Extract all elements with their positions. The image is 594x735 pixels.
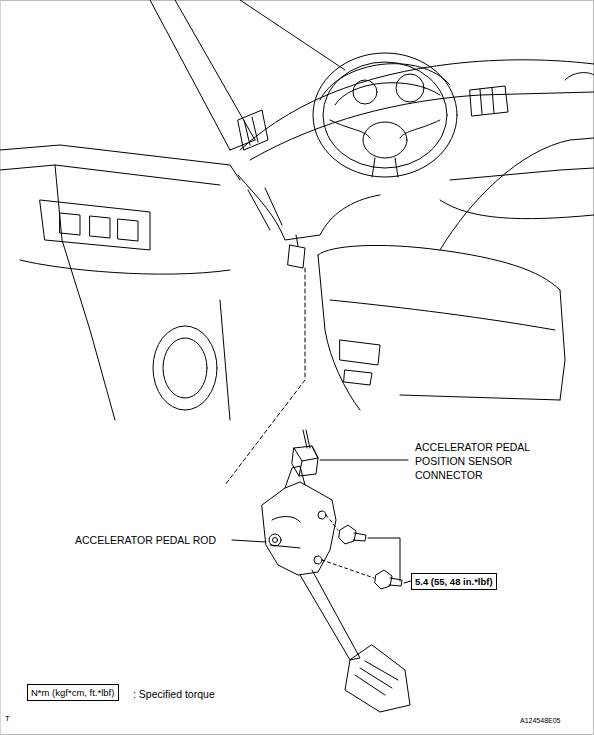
leader-line (320, 460, 408, 461)
torque-box: 5.4 (55, 48 in.*lbf) (411, 573, 497, 590)
accelerator-pedal (232, 466, 410, 712)
box-text: 5.4 (55, 48 in.*lbf) (415, 575, 493, 588)
sensor-connector (292, 430, 408, 476)
part-name: ACCELERATOR PEDAL ROD (75, 533, 235, 547)
note: : Specified torque (133, 687, 273, 701)
car-interior (0, 0, 594, 420)
unit-box: N*m (kgf*cm, ft.*lbf) (27, 684, 119, 701)
figure-code: A124548E05 (520, 714, 590, 728)
leader-line (232, 540, 266, 542)
box-text: N*m (kgf*cm, ft.*lbf) (31, 686, 115, 699)
bolt (322, 515, 411, 589)
torque-bracket (368, 538, 411, 583)
part-name: ACCELERATOR PEDAL POSITION SENSOR CONNEC… (415, 440, 547, 482)
page-mark: T (5, 712, 25, 726)
